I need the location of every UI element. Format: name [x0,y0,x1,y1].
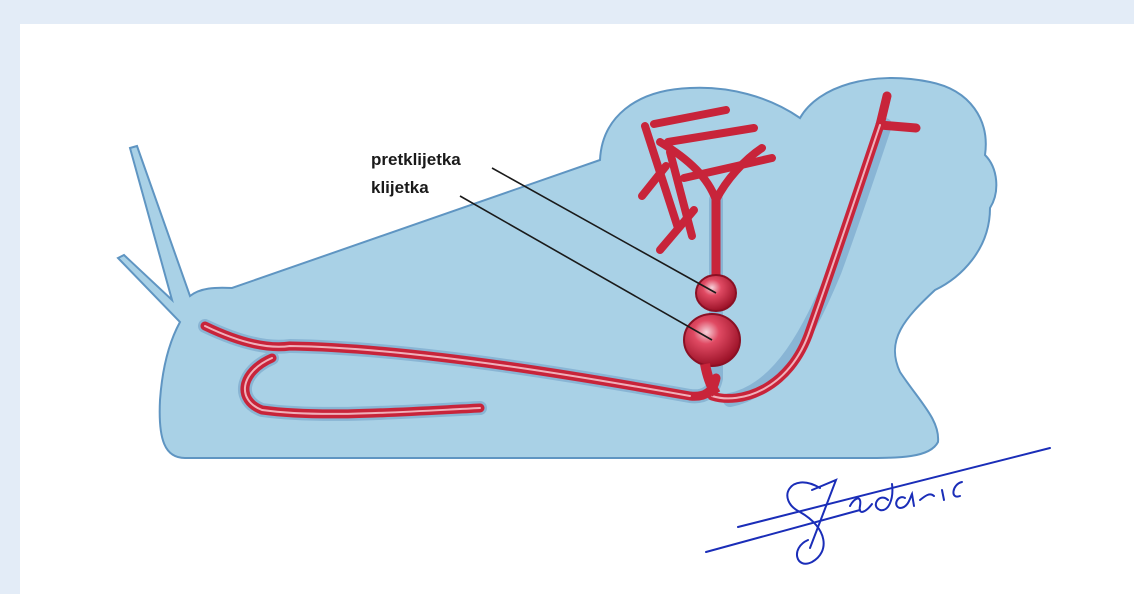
ventricle-label: klijetka [371,178,429,198]
atrium-label: pretklijetka [371,150,461,170]
artist-signature [706,448,1050,564]
posterior-branch-right [880,125,916,128]
